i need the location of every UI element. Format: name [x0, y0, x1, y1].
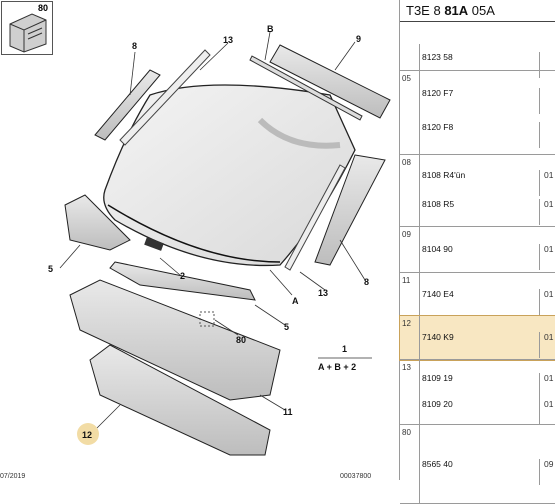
callout-8-top[interactable]: 8: [132, 41, 137, 51]
pillar-seal-left[interactable]: [119, 49, 211, 146]
part-quantity: [539, 51, 555, 78]
callout-80[interactable]: 80: [236, 335, 246, 345]
part-reference[interactable]: 8104 90: [422, 244, 453, 254]
assembly-1[interactable]: 1: [342, 344, 347, 354]
table-header: T3E 8 81A 05A: [400, 0, 555, 22]
callout-12[interactable]: 12: [82, 430, 92, 440]
part-quantity: 01: [539, 332, 555, 358]
roof-panel-9[interactable]: [269, 44, 391, 119]
thumbnail-number: 80: [37, 3, 48, 13]
part-quantity: 09: [539, 458, 555, 485]
cowl-support-11[interactable]: [69, 279, 281, 401]
part-quantity: 01: [539, 399, 555, 426]
clip-icon: [9, 13, 47, 53]
group-number: 80: [400, 425, 420, 503]
windshield-shape[interactable]: [103, 84, 356, 267]
group-number: 12: [400, 316, 420, 359]
group-number: 08: [400, 155, 420, 226]
callout-5-left[interactable]: 5: [48, 264, 53, 274]
pillar-trim-left[interactable]: [94, 69, 161, 141]
part-quantity: 01: [539, 198, 555, 225]
thumbnail-80[interactable]: 80: [1, 1, 53, 55]
windshield-dark-band: [257, 117, 341, 149]
part-reference[interactable]: 8108 R5: [422, 198, 455, 209]
diagram-svg: 8 13 B 9 5 2 A 13 8 80 5 11 12 1 A + B +…: [0, 24, 391, 480]
callout-11[interactable]: 11: [283, 407, 293, 417]
bulkhead-panel-12[interactable]: [89, 344, 271, 456]
part-reference[interactable]: 8120 F8: [422, 122, 454, 133]
callout-13-bottom[interactable]: 13: [318, 288, 328, 298]
group-number: 11: [400, 273, 420, 315]
part-reference[interactable]: 8123 58: [422, 51, 453, 62]
part-reference[interactable]: 8108 R4'ün: [422, 169, 466, 180]
callout-8-right[interactable]: 8: [364, 277, 369, 287]
part-reference[interactable]: 8109 19: [422, 373, 453, 384]
part-quantity: 01: [539, 288, 555, 315]
part-entry[interactable]: 8109 19 01: [420, 366, 555, 400]
seal-strip-b[interactable]: [249, 55, 363, 121]
part-entry[interactable]: 8123 58: [420, 45, 555, 78]
windshield-lower-edge: [107, 204, 281, 263]
assembly-formula: A + B + 2: [318, 362, 356, 372]
part-quantity: 01: [539, 373, 555, 400]
part-entry[interactable]: 8104 90 01: [420, 237, 555, 270]
part-quantity: [539, 88, 555, 115]
group-number: 05: [400, 71, 420, 154]
part-entry[interactable]: 8120 F8: [420, 115, 555, 149]
part-reference[interactable]: 7140 K9: [422, 332, 454, 342]
part-reference[interactable]: 8109 20: [422, 399, 453, 410]
header-suffix: 05A: [471, 3, 495, 18]
callout-a[interactable]: A: [292, 296, 299, 306]
part-entry[interactable]: 8108 R5 01: [420, 192, 555, 225]
part-reference[interactable]: 8120 F7: [422, 88, 454, 99]
pillar-trim-right[interactable]: [314, 154, 386, 266]
sensor-housing[interactable]: [144, 237, 164, 251]
pillar-seal-right[interactable]: [284, 164, 346, 271]
part-reference[interactable]: 7140 E4: [422, 288, 454, 299]
part-quantity: 01: [539, 169, 555, 196]
cowl-panel-5a[interactable]: [64, 194, 131, 251]
header-prefix: T3E 8: [406, 3, 441, 18]
part-entry[interactable]: 8109 20 01: [420, 392, 555, 426]
group-number: 13: [400, 360, 420, 424]
clip-indicator-80[interactable]: [199, 311, 215, 327]
callout-5-right[interactable]: 5: [284, 322, 289, 332]
part-entry[interactable]: 8108 R4'ün 01: [420, 163, 555, 196]
part-quantity: 01: [539, 244, 555, 270]
header-bold-code: 81A: [444, 3, 469, 18]
callout-13-top[interactable]: 13: [223, 35, 233, 45]
table-row[interactable]: 8123 58: [400, 44, 555, 78]
group-number: [400, 44, 420, 70]
callout-2[interactable]: 2: [180, 271, 185, 281]
callout-12-badge: [77, 423, 99, 445]
cowl-grille-5b[interactable]: [109, 261, 256, 301]
callout-9[interactable]: 9: [356, 34, 361, 44]
callout-b[interactable]: B: [267, 24, 274, 34]
parts-diagram: 8 13 B 9 5 2 A 13 8 80 5 11 12 1 A + B +…: [0, 0, 400, 480]
part-entry[interactable]: 7140 E4 01: [420, 282, 555, 315]
footer-code: 00037800: [340, 473, 371, 480]
group-number: 09: [400, 227, 420, 272]
part-quantity: [539, 122, 555, 149]
part-reference[interactable]: 8565 40: [422, 458, 453, 469]
part-entry[interactable]: 8565 40 09: [420, 452, 555, 485]
part-entry[interactable]: 7140 K9 01: [420, 325, 555, 358]
footer-date: 07/2019: [0, 473, 25, 480]
leader-lines: [59, 31, 366, 431]
part-entry[interactable]: 8120 F7: [420, 81, 555, 115]
